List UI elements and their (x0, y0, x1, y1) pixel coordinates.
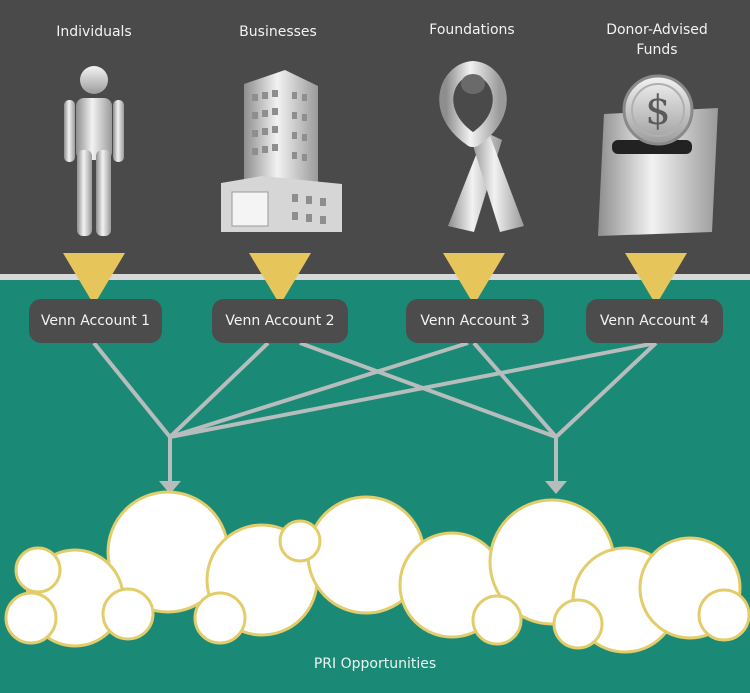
connector-lines (92, 341, 658, 482)
pri-opportunities-label: PRI Opportunities (313, 656, 437, 672)
opportunities-cloud (4, 490, 750, 654)
source-label-foundations: Foundations (429, 22, 515, 38)
ribbon-icon (439, 61, 524, 232)
venn-account-2: Venn Account 2 (212, 299, 348, 343)
arrow-3 (443, 253, 505, 305)
arrow-1 (63, 253, 125, 305)
svg-text:$: $ (645, 88, 670, 134)
donation-box-icon: $ (598, 74, 718, 236)
arrow-4 (625, 253, 687, 305)
venn-account-3: Venn Account 3 (406, 299, 544, 343)
source-label-individuals: Individuals (56, 24, 132, 40)
venn-account-4: Venn Account 4 (586, 299, 723, 343)
connector-arrowheads (159, 481, 567, 494)
arrow-2 (249, 253, 311, 305)
person-icon (64, 66, 124, 236)
source-label-businesses: Businesses (239, 24, 317, 40)
building-icon (221, 70, 342, 232)
flow-arrows (63, 253, 687, 305)
divider-line (0, 274, 750, 280)
source-label-donor-advised-funds: Donor-Advised Funds (606, 22, 708, 58)
venn-account-1: Venn Account 1 (29, 299, 162, 343)
